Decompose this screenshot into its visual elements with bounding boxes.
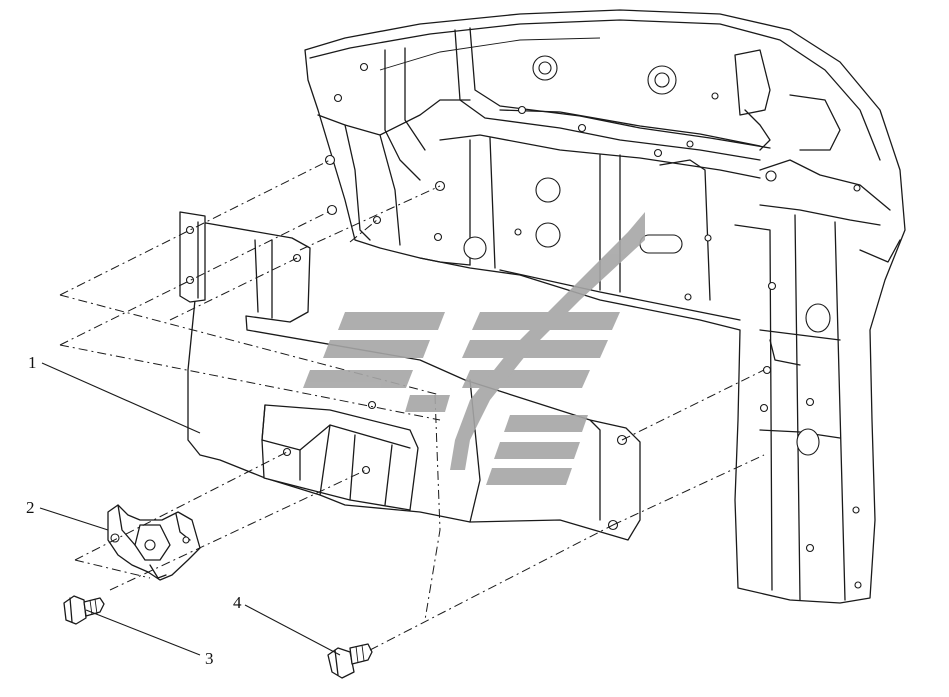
part-4-bolt	[327, 643, 373, 679]
body-structure	[304, 9, 906, 604]
part-1-shield-panel	[179, 211, 641, 541]
callout-2: 2	[26, 498, 35, 517]
part-3-bolt	[63, 595, 105, 625]
logo-watermark	[303, 212, 645, 485]
part-2-bracket	[107, 504, 201, 581]
callout-3: 3	[205, 649, 214, 668]
callout-leaders	[39, 362, 341, 656]
assembly-lines	[59, 159, 765, 651]
callout-1: 1	[28, 353, 37, 372]
callout-4: 4	[233, 593, 242, 612]
